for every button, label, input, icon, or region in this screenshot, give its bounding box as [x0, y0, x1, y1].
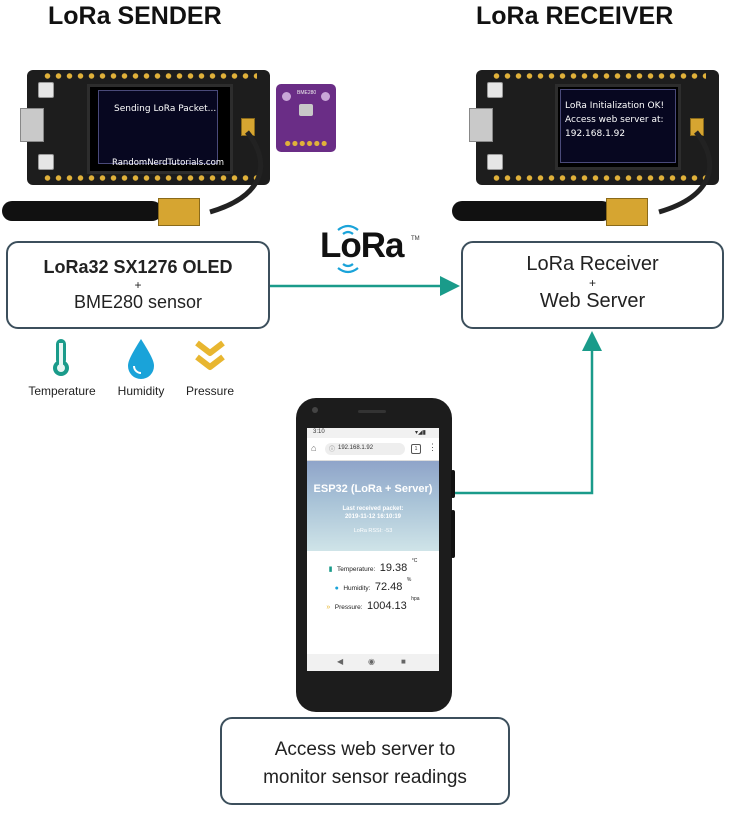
temperature-icon-label: Temperature — [28, 384, 96, 398]
receiver-antenna — [452, 201, 612, 221]
sender-box-line2: BME280 sensor — [73, 292, 203, 312]
access-box-line2: monitor sensor readings — [263, 767, 467, 788]
recents-icon[interactable]: ■ — [401, 657, 406, 666]
menu-icon[interactable]: ⋮ — [428, 442, 437, 452]
access-box-line1: Access web server to — [274, 739, 456, 760]
status-time: 3:10 — [313, 429, 325, 435]
reading-pressure-unit: hpa — [411, 596, 420, 602]
sender-box-line1: LoRa32 SX1276 OLED — [43, 257, 233, 277]
phone-to-receiver-arrow — [451, 331, 602, 495]
sender-box-plus: + — [134, 278, 142, 292]
back-icon[interactable]: ◀ — [337, 657, 344, 666]
access-box: Access web server to monitor sensor read… — [220, 717, 510, 805]
thermometer-icon — [53, 339, 69, 376]
reading-temperature-label: Temperature: — [336, 566, 376, 573]
small-thermometer-icon: ▮ — [328, 566, 333, 573]
receiver-oled-line-1: LoRa Initialization OK! — [565, 101, 665, 111]
receiver-oled-line-3: 192.168.1.92 — [565, 129, 626, 139]
pressure-icon-label: Pressure — [185, 384, 235, 398]
receiver-oled-line-2: Access web server at: — [565, 115, 664, 125]
chevrons-down-icon — [195, 340, 225, 370]
phone-screen: 3:10 ▾◢▮ ⌂ ⓘ 192.168.1.92 1 ⋮ ESP32 (LoR… — [307, 428, 439, 671]
last-packet-label: Last received packet: — [342, 506, 404, 512]
lora-logo-tm: TM — [411, 236, 420, 242]
reading-pressure: » Pressure: 1004.13 hpa — [307, 596, 439, 614]
sender-antenna-cable — [209, 130, 264, 215]
reading-temperature: ▮ Temperature: 19.38 °C — [307, 558, 439, 576]
lora-logo-text: LoRa — [320, 226, 404, 265]
status-icons: ▾◢▮ — [415, 430, 426, 436]
home-icon[interactable]: ⌂ — [311, 443, 317, 453]
rssi-label: LoRa RSSI: -53 — [353, 528, 393, 534]
reading-pressure-label: Pressure: — [334, 604, 363, 611]
sender-antenna — [2, 201, 162, 221]
sender-oled: Sending LoRa Packet... RandomNerdTutoria… — [87, 84, 233, 174]
page-header: ESP32 (LoRa + Server) Last received pack… — [307, 461, 439, 551]
page-title: ESP32 (LoRa + Server) — [313, 483, 433, 495]
home-circle-icon[interactable]: ◉ — [368, 657, 375, 666]
lora-signal-icon — [337, 224, 359, 274]
android-nav-bar: ◀ ◉ ■ — [307, 654, 439, 671]
receiver-box-line1: LoRa Receiver — [526, 253, 659, 275]
receiver-title: LoRa RECEIVER — [476, 2, 674, 30]
sender-box: LoRa32 SX1276 OLED + BME280 sensor — [6, 241, 270, 329]
reading-humidity: ● Humidity: 72.48 % — [307, 577, 439, 595]
receiver-box: LoRa Receiver + Web Server — [461, 241, 724, 329]
last-packet-time: 2019-11-12 16:10:19 — [344, 514, 402, 520]
url-bar[interactable] — [325, 443, 405, 455]
reading-humidity-label: Humidity: — [343, 585, 371, 592]
bme280-label: BME280 — [297, 90, 317, 96]
reading-temperature-value: 19.38 — [379, 562, 408, 574]
sender-oled-text: Sending LoRa Packet... — [114, 104, 217, 114]
small-chevrons-icon: » — [326, 604, 331, 611]
tabs-button[interactable]: 1 — [411, 444, 421, 454]
url-text: 192.168.1.92 — [338, 445, 374, 451]
receiver-box-plus: + — [588, 276, 596, 290]
info-icon: ⓘ — [329, 447, 336, 453]
reading-humidity-value: 72.48 — [374, 581, 403, 593]
sender-title: LoRa SENDER — [48, 2, 222, 30]
reading-temperature-unit: °C — [411, 558, 418, 564]
reading-pressure-value: 1004.13 — [367, 600, 407, 612]
receiver-antenna-cable — [658, 130, 713, 215]
reading-humidity-unit: % — [406, 577, 412, 583]
receiver-box-line2: Web Server — [539, 290, 646, 312]
water-drop-icon — [128, 339, 154, 379]
small-drop-icon: ● — [334, 585, 339, 592]
sender-oled-footer: RandomNerdTutorials.com — [112, 158, 225, 168]
humidity-icon-label: Humidity — [117, 384, 165, 398]
receiver-oled: LoRa Initialization OK! Access web serve… — [555, 84, 681, 170]
